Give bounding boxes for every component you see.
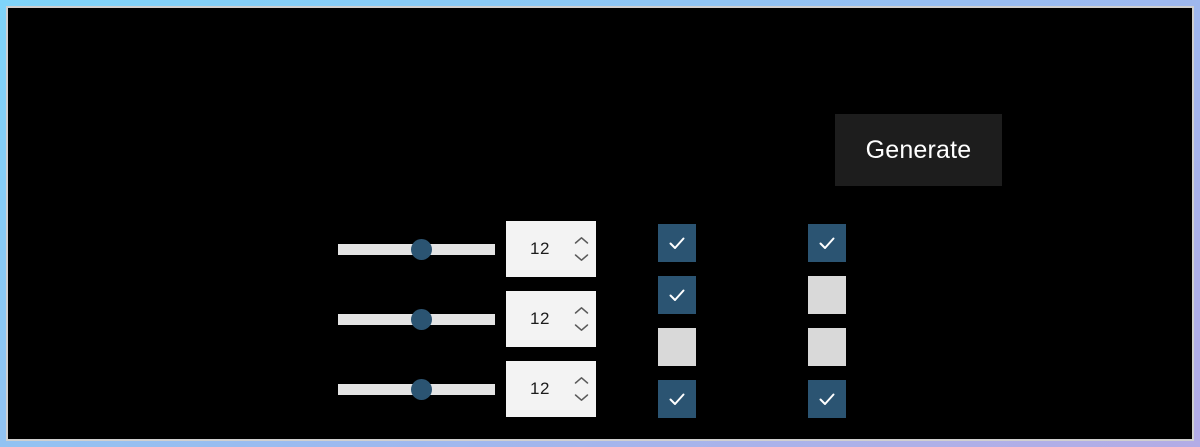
checkbox[interactable] <box>808 380 846 418</box>
chevron-down-icon[interactable] <box>574 323 589 332</box>
slider-row: 12 <box>338 358 608 420</box>
slider-1[interactable] <box>338 233 495 265</box>
checkbox-column-2 <box>808 224 846 432</box>
checkbox[interactable] <box>658 224 696 262</box>
number-stepper <box>572 221 596 277</box>
number-input-value[interactable]: 12 <box>530 309 550 328</box>
slider-row: 12 <box>338 288 608 350</box>
number-stepper <box>572 291 596 347</box>
slider-thumb[interactable] <box>411 379 432 400</box>
slider-thumb[interactable] <box>411 309 432 330</box>
chevron-down-icon[interactable] <box>574 253 589 262</box>
slider-3[interactable] <box>338 373 495 405</box>
chevron-up-icon[interactable] <box>574 376 589 385</box>
slider-2[interactable] <box>338 303 495 335</box>
slider-thumb[interactable] <box>411 239 432 260</box>
checkbox[interactable] <box>808 224 846 262</box>
number-input-3[interactable]: 12 <box>506 361 596 417</box>
number-input-value[interactable]: 12 <box>530 239 550 258</box>
number-stepper <box>572 361 596 417</box>
checkbox-column-1 <box>658 224 696 432</box>
number-input-1[interactable]: 12 <box>506 221 596 277</box>
number-input-2[interactable]: 12 <box>506 291 596 347</box>
chevron-up-icon[interactable] <box>574 306 589 315</box>
chevron-down-icon[interactable] <box>574 393 589 402</box>
checkbox[interactable] <box>658 380 696 418</box>
generate-button[interactable]: Generate <box>835 114 1002 186</box>
checkbox[interactable] <box>808 328 846 366</box>
number-input-value[interactable]: 12 <box>530 379 550 398</box>
app-canvas: Generate 12 <box>6 6 1194 441</box>
slider-row: 12 <box>338 218 608 280</box>
checkbox[interactable] <box>658 276 696 314</box>
checkbox[interactable] <box>808 276 846 314</box>
chevron-up-icon[interactable] <box>574 236 589 245</box>
checkbox[interactable] <box>658 328 696 366</box>
